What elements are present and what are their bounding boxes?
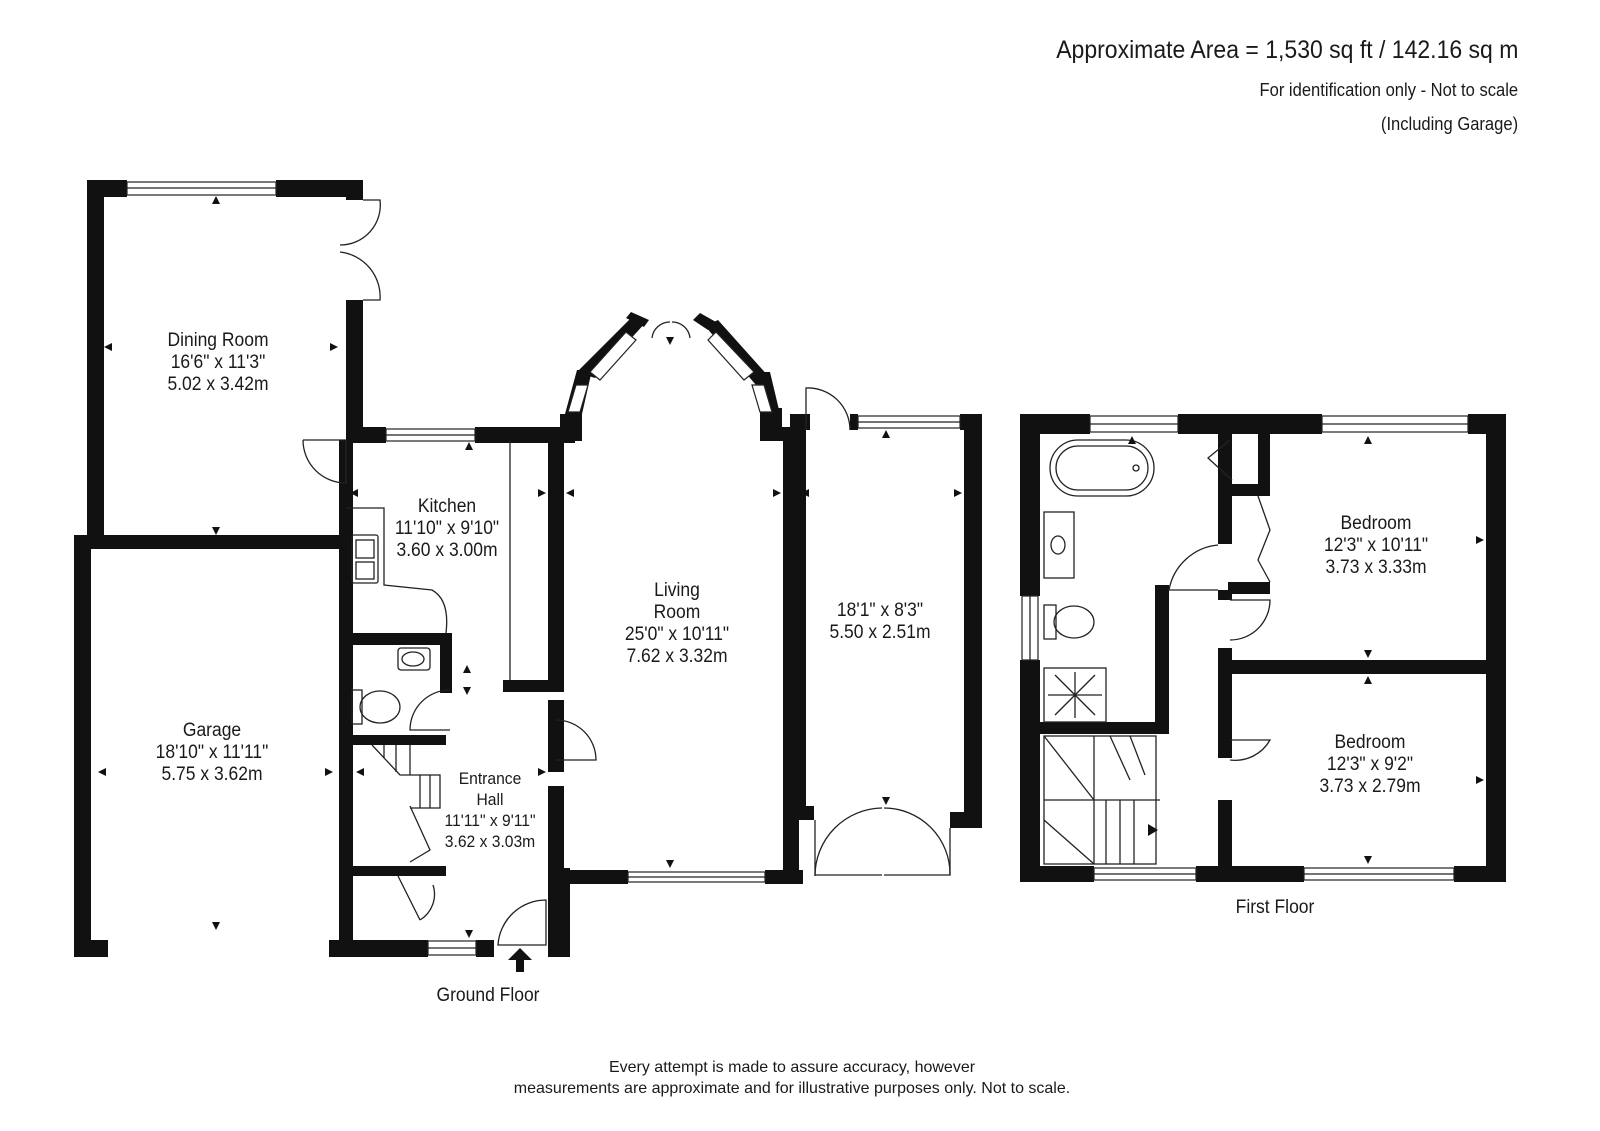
room-label-garage: Garage 18'10" x 11'11" 5.75 x 3.62m (155, 720, 269, 785)
first-floor-fixtures (1043, 439, 1160, 865)
room-label-bedroom-2: Bedroom 12'3" x 9'2" 3.73 x 2.79m (1319, 732, 1421, 797)
ground-floor-fixtures (346, 441, 532, 972)
room-label-side-room: 18'1" x 8'3" 5.50 x 2.51m (829, 600, 931, 643)
room-label-kitchen: Kitchen 11'10" x 9'10" 3.60 x 3.00m (394, 496, 500, 561)
approximate-area: Approximate Area = 1,530 sq ft / 142.16 … (1055, 36, 1518, 64)
room-label-entrance-hall: Entrance Hall 11'11" x 9'11" 3.62 x 3.03… (444, 769, 536, 851)
first-floor-walls (1020, 414, 1506, 882)
including-garage-note: (Including Garage) (1380, 114, 1518, 134)
room-label-living-room: Living Room 25'0" x 10'11" 7.62 x 3.32m (624, 580, 730, 667)
ground-floor-doors (302, 199, 951, 946)
identification-note: For identification only - Not to scale (1259, 80, 1518, 100)
room-label-bedroom-1: Bedroom 12'3" x 10'11" 3.73 x 3.33m (1323, 513, 1429, 578)
dimension-ticks (98, 196, 1484, 938)
first-floor-windows (1021, 415, 1469, 881)
ground-floor-label: Ground Floor (436, 985, 540, 1006)
ground-floor-windows (126, 181, 961, 956)
disclaimer: Every attempt is made to assure accuracy… (513, 1059, 1071, 1097)
room-label-dining-room: Dining Room 16'6" x 11'3" 5.02 x 3.42m (167, 330, 269, 395)
ground-floor-walls (74, 180, 982, 957)
first-floor-doors (1168, 439, 1272, 761)
first-floor-label: First Floor (1235, 897, 1315, 918)
